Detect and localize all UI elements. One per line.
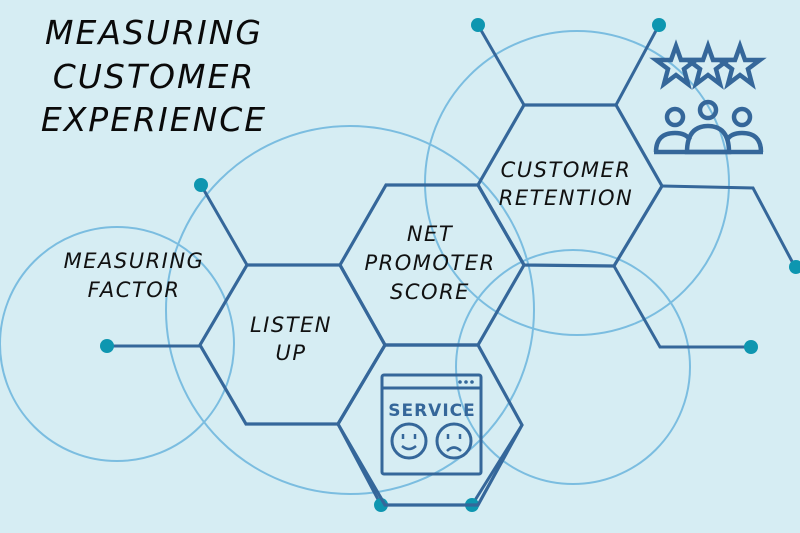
connector-top-2 [614,24,661,106]
hex-service [336,343,524,507]
sad-face-icon [435,422,473,460]
page-title-line-2: CUSTOMER [53,57,256,96]
star-icon [681,39,735,90]
ring-left [0,226,235,462]
measuring-factor-label-1: MEASURING [64,249,205,273]
node-dot [100,339,114,353]
ring-bottom-right [455,249,691,485]
customer-rating-icon [649,39,767,155]
ring-center [165,125,535,495]
service-window-icon: SERVICE [380,373,483,476]
nps-label-3: SCORE [390,280,470,304]
customer-retention-label-2: RETENTION [499,186,633,210]
ring-top-right [424,30,730,336]
node-dot [789,260,800,274]
page-title-line-3: EXPERIENCE [41,100,267,139]
measuring-factor-label-2: FACTOR [88,278,181,302]
node-dot [652,18,666,32]
node-dot [194,178,208,192]
connector-top-1 [476,24,526,106]
happy-face-icon [390,422,428,460]
connector-right-lower [612,265,751,349]
listen-up-label-1: LISTEN [250,313,332,337]
people-icon [653,99,764,155]
page-title-line-1: MEASURING [45,13,263,52]
connector-top-left [199,184,249,266]
nps-label-2: PROMOTER [364,251,495,275]
nps-label-1: NET [407,222,454,246]
connector-right-upper [661,184,797,268]
star-icon [649,39,703,90]
hex-customer-retention [476,103,664,268]
node-dot [744,340,758,354]
listen-up-label-2: UP [275,341,306,365]
star-icon [713,39,767,90]
node-dot [471,18,485,32]
service-text: SERVICE [388,401,476,421]
customer-retention-label-1: CUSTOMER [501,158,632,182]
